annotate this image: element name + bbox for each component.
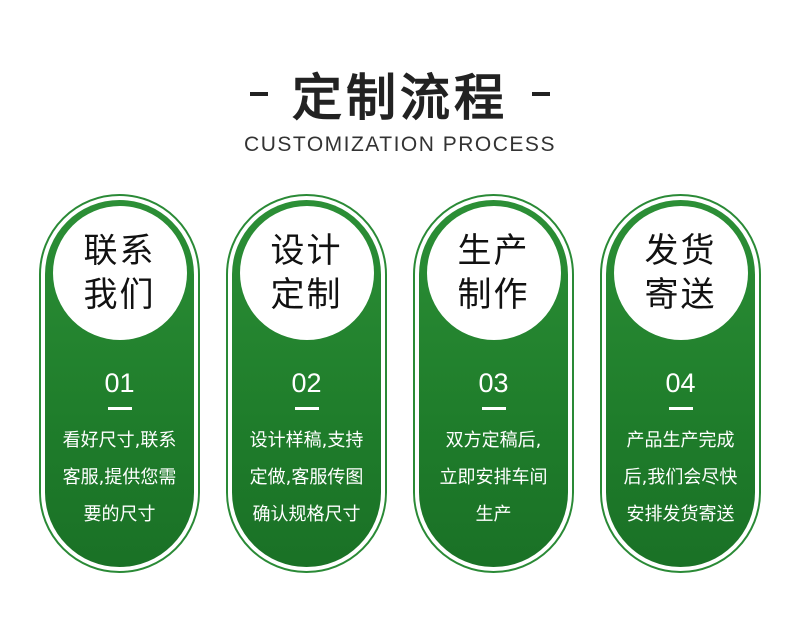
step-title-circle: 设计 定制 [239, 206, 374, 340]
step-description: 看好尺寸,联系 客服,提供您需 要的尺寸 [45, 422, 194, 533]
step-divider [107, 407, 132, 410]
step-desc-line: 定做,客服传图 [249, 467, 364, 488]
step-number: 04 [665, 368, 696, 398]
step-number: 01 [104, 368, 135, 398]
step-card-4: 发货 寄送 04 产品生产完成 后,我们会尽快 安排发货寄送 [600, 194, 761, 573]
step-card-1: 联系 我们 01 看好尺寸,联系 客服,提供您需 要的尺寸 [39, 194, 200, 573]
step-divider [294, 407, 319, 410]
step-card-2: 设计 定制 02 设计样稿,支持 定做,客服传图 确认规格尺寸 [226, 194, 387, 573]
step-description: 双方定稿后, 立即安排车间 生产 [419, 422, 568, 533]
step-desc-line: 后,我们会尽快 [623, 467, 738, 488]
step-title-line: 定制 [270, 275, 343, 315]
step-title-circle: 发货 寄送 [613, 206, 748, 340]
step-title-line: 发货 [644, 231, 717, 271]
step-card-body: 生产 制作 03 双方定稿后, 立即安排车间 生产 [419, 200, 568, 567]
step-title-line: 生产 [457, 231, 530, 271]
step-title-circle: 生产 制作 [426, 206, 561, 340]
step-title-line: 我们 [83, 275, 156, 315]
step-desc-line: 立即安排车间 [439, 467, 548, 488]
step-description: 设计样稿,支持 定做,客服传图 确认规格尺寸 [232, 422, 381, 533]
step-desc-line: 双方定稿后, [445, 430, 542, 451]
step-divider [668, 407, 693, 410]
step-desc-line: 确认规格尺寸 [252, 504, 361, 525]
step-title-line: 制作 [457, 275, 530, 315]
header: 定制流程 [0, 58, 800, 130]
step-title-circle: 联系 我们 [52, 206, 187, 340]
step-divider [481, 407, 506, 410]
title-dash-right [532, 92, 550, 96]
step-title-line: 设计 [270, 231, 343, 271]
step-desc-line: 要的尺寸 [83, 504, 156, 525]
step-card-body: 联系 我们 01 看好尺寸,联系 客服,提供您需 要的尺寸 [45, 200, 194, 567]
step-desc-line: 设计样稿,支持 [249, 430, 364, 451]
step-description: 产品生产完成 后,我们会尽快 安排发货寄送 [606, 422, 755, 533]
step-desc-line: 产品生产完成 [626, 430, 735, 451]
page-subtitle: CUSTOMIZATION PROCESS [244, 133, 556, 156]
step-card-3: 生产 制作 03 双方定稿后, 立即安排车间 生产 [413, 194, 574, 573]
step-desc-line: 生产 [475, 504, 512, 525]
step-card-body: 设计 定制 02 设计样稿,支持 定做,客服传图 确认规格尺寸 [232, 200, 381, 567]
step-desc-line: 看好尺寸,联系 [62, 430, 177, 451]
step-desc-line: 客服,提供您需 [62, 467, 177, 488]
process-steps: 联系 我们 01 看好尺寸,联系 客服,提供您需 要的尺寸 设计 定制 02 设… [0, 194, 800, 594]
step-card-body: 发货 寄送 04 产品生产完成 后,我们会尽快 安排发货寄送 [606, 200, 755, 567]
step-title-line: 联系 [83, 231, 156, 271]
page-title: 定制流程 [292, 69, 508, 127]
step-number: 03 [478, 368, 509, 398]
step-desc-line: 安排发货寄送 [626, 504, 735, 525]
step-number: 02 [291, 368, 322, 398]
title-dash-left [250, 92, 268, 96]
step-title-line: 寄送 [644, 275, 717, 315]
